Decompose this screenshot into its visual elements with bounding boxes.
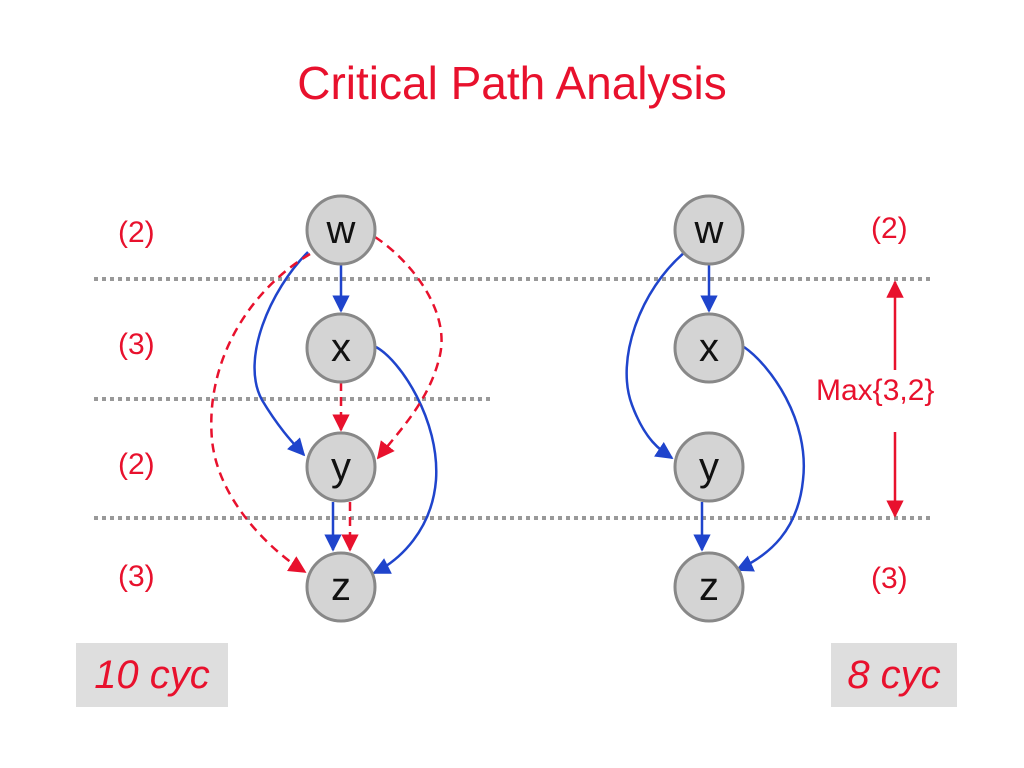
right-node-z-label: z (699, 565, 719, 609)
right-latency-w: (2) (871, 212, 908, 245)
right-total-cycles: 8 cyc (831, 643, 957, 707)
left-edge-w-y (253, 251, 309, 457)
right-node-y-label: y (699, 445, 719, 489)
left-dashed-w-z (210, 252, 311, 574)
left-node-z (305, 551, 377, 623)
left-edge-x-z (372, 345, 438, 575)
left-node-x (305, 312, 377, 384)
right-node-w (673, 194, 745, 266)
right-edge-w-y (625, 251, 686, 460)
left-node-y (305, 431, 377, 503)
left-latency-x: (3) (118, 328, 155, 361)
left-node-w-label: w (326, 208, 356, 252)
left-latency-w: (2) (118, 216, 155, 249)
right-node-w-label: w (694, 208, 724, 252)
right-node-y (673, 431, 745, 503)
page-title: Critical Path Analysis (297, 57, 727, 109)
right-latency-z: (3) (871, 562, 908, 595)
left-dashed-w-y (374, 235, 443, 460)
left-latency-y: (2) (118, 448, 155, 481)
right-node-z (673, 551, 745, 623)
left-node-z-label: z (331, 565, 351, 609)
left-node-x-label: x (331, 326, 351, 370)
right-edge-x-z (735, 345, 806, 572)
left-node-y-label: y (331, 445, 351, 489)
max-latency-label: Max{3,2} (816, 374, 935, 408)
left-node-w (305, 194, 377, 266)
left-latency-z: (3) (118, 560, 155, 593)
left-total-cycles: 10 cyc (76, 643, 228, 707)
right-node-x-label: x (699, 326, 719, 370)
right-node-x (673, 312, 745, 384)
